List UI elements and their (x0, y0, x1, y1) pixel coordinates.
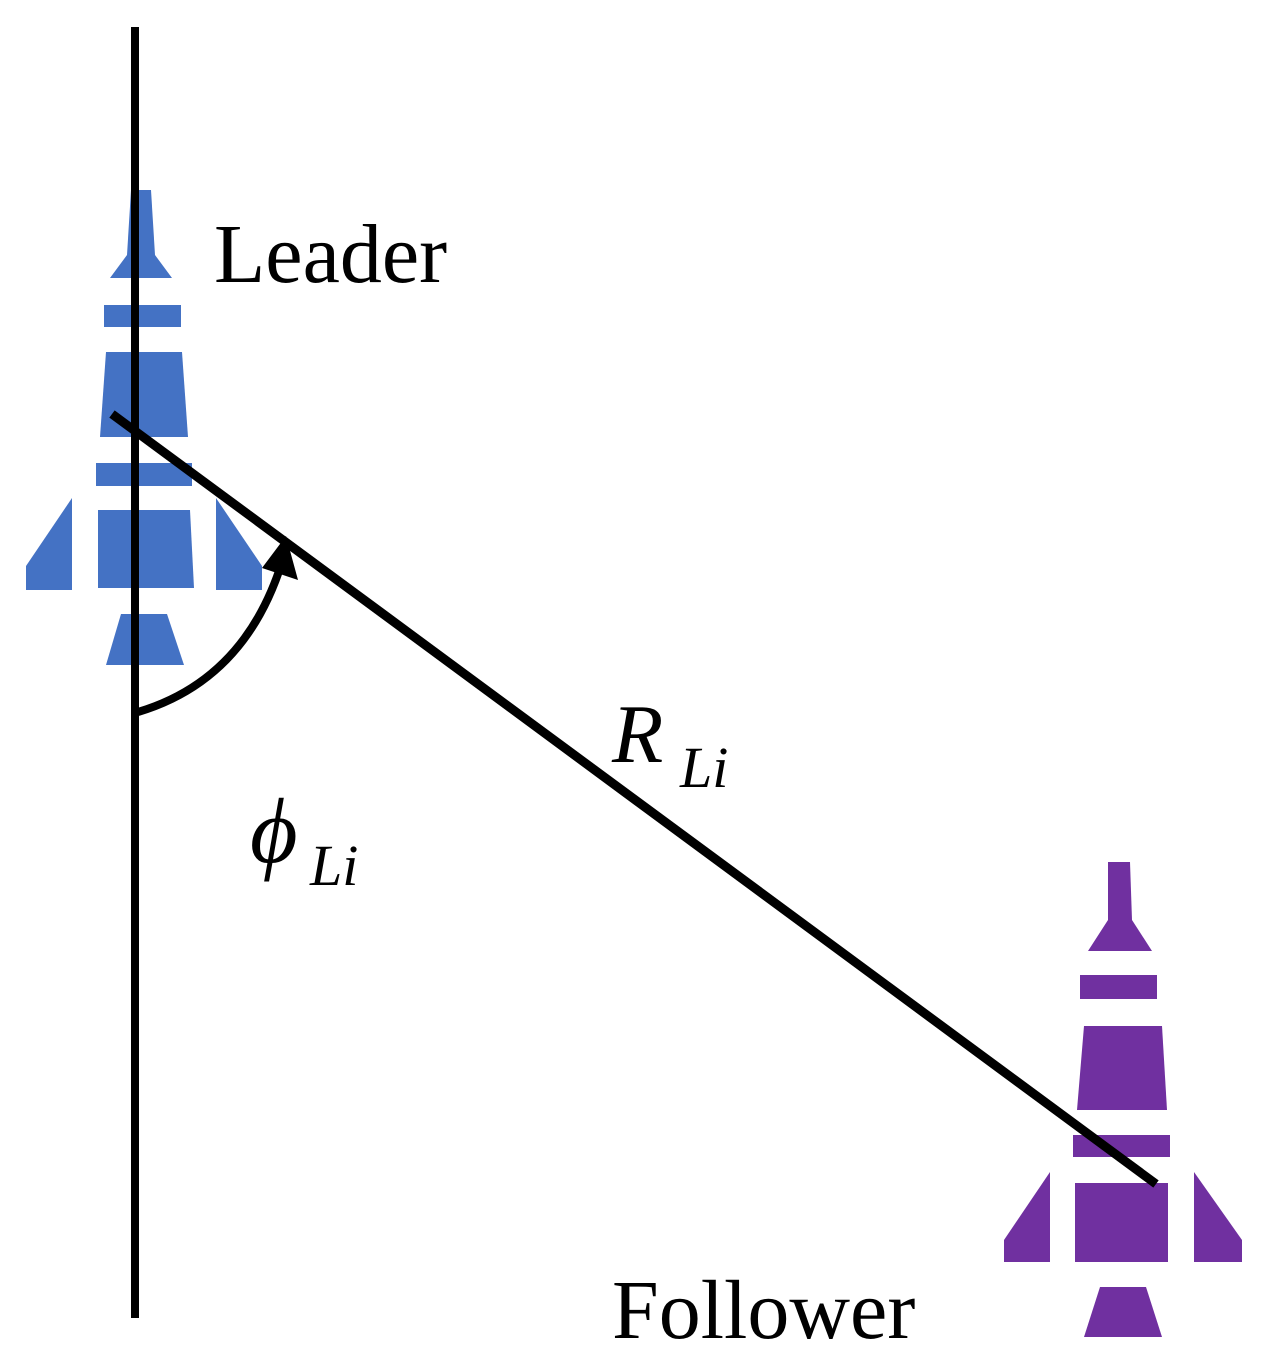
leader-label: Leader (214, 208, 447, 301)
angle-symbol: ϕ (250, 780, 298, 882)
range-symbol: R (611, 688, 663, 781)
range-subscript: Li (679, 735, 728, 800)
follower-label: Follower (612, 1264, 915, 1357)
angle-subscript: Li (309, 833, 358, 898)
angle-arc (136, 560, 286, 716)
leader-aircraft-icon (26, 190, 262, 665)
angle-arrowhead-icon (262, 536, 298, 580)
